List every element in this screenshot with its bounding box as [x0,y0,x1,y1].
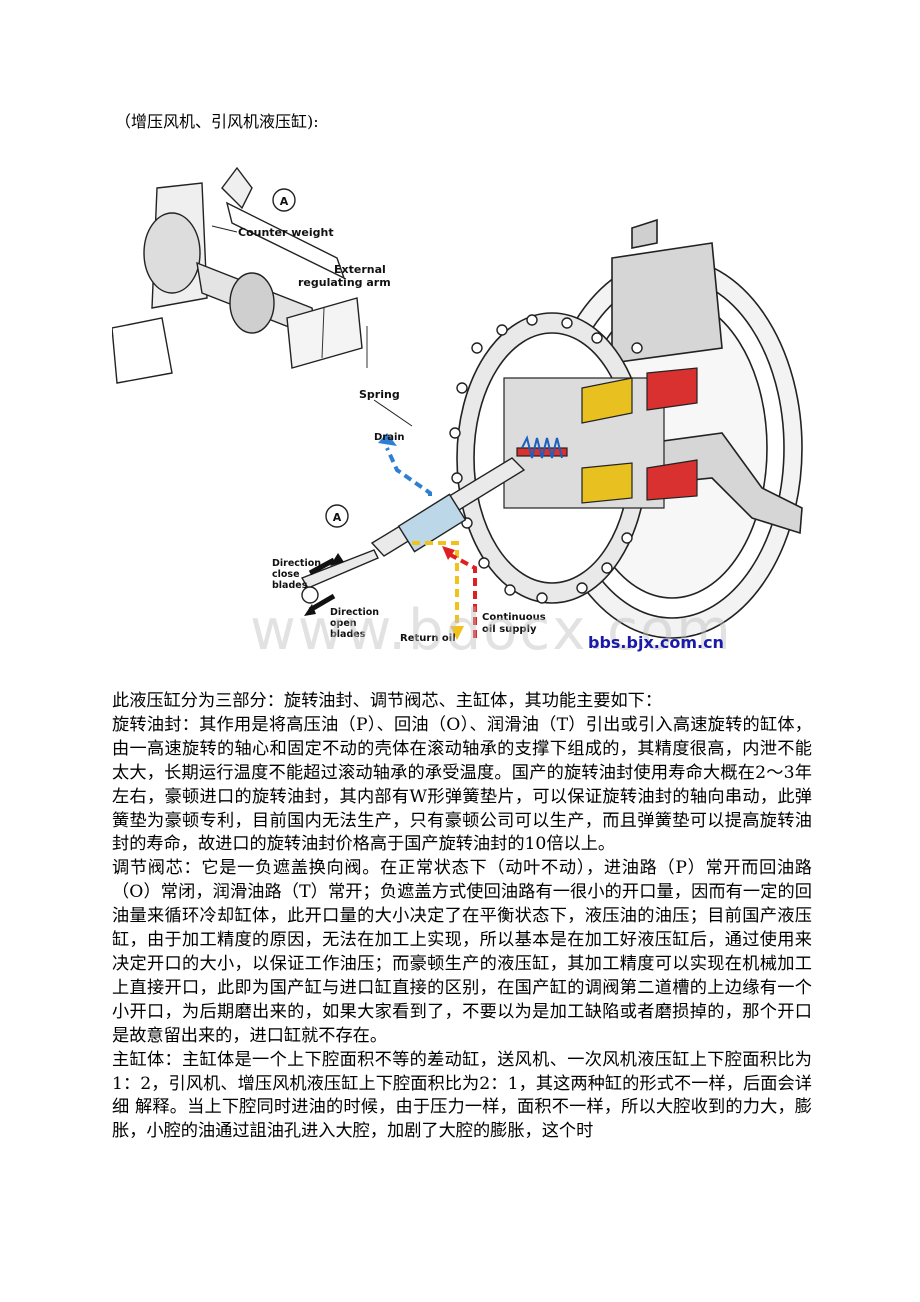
label-external-arm-2: regulating arm [298,276,391,289]
drain-arrow [385,447,432,496]
label-direction-close-3: blades [272,580,308,591]
paragraph-intro: 此液压缸分为三部分：旋转油封、调节阀芯、主缸体，其功能主要如下： [112,691,663,711]
watermark: www.bdocx.com [250,598,733,663]
return-oil-arrowhead [450,626,464,640]
cylinder-cutaway [503,367,698,509]
label-direction-open-2: open [330,618,357,629]
svg-text:A: A [333,511,342,524]
valve-rod [300,457,526,604]
drain-arrowhead [378,433,397,446]
svg-text:A: A [280,195,289,208]
label-continuous: Continuous [482,612,546,623]
spring-coil [521,435,563,459]
hydraulic-cylinder-diagram: A A Counter weight External regulating a… [112,166,803,644]
label-external-arm-1: External [334,263,386,276]
oil-supply-arrowhead [442,546,455,560]
marker-a-bottom: A [325,504,349,528]
paragraph-main-cylinder: 主缸体：主缸体是一个上下腔面积不等的差动缸，送风机、一次风机液压缸上下腔面积比为… [112,1049,812,1142]
oil-supply-arrow [446,551,477,638]
source-site-label: bbs.bjx.com.cn [588,633,724,652]
marker-a-top: A [272,188,296,212]
open-blades-arrow [304,593,336,616]
counter-weight-assembly [112,166,368,384]
label-drain: Drain [374,432,405,443]
return-oil-arrow [412,541,459,628]
paragraph-rotary-seal: 旋转油封：其作用是将高压油（P）、回油（O）、润滑油（T）引出或引入高速旋转的缸… [112,714,812,855]
paragraph-valve-spool: 调节阀芯：它是一负遮盖换向阀。在正常状态下（动叶不动），进油路（P）常开而回油路… [112,858,812,1046]
body-text: 此液压缸分为三部分：旋转油封、调节阀芯、主缸体，其功能主要如下： 旋转油封：其作… [112,690,812,1144]
figure-caption: （增压风机、引风机液压缸): [115,112,319,131]
label-direction-close-1: Direction [272,558,321,569]
label-return-oil: Return oil [400,633,456,644]
close-blades-arrow [308,553,344,576]
label-counter-weight: Counter weight [238,226,334,239]
label-oil-supply: oil supply [482,624,537,635]
label-direction-close-2: close [272,569,300,580]
label-direction-open-1: Direction [330,607,379,618]
label-direction-open-3: blades [330,629,366,640]
label-spring: Spring [359,388,400,401]
